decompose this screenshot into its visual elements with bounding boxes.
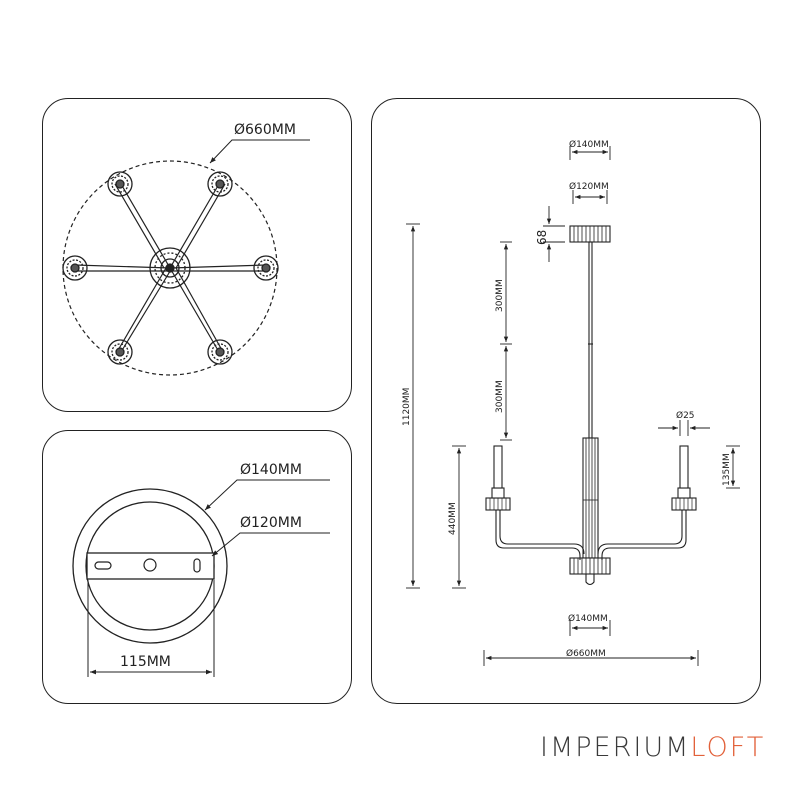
outer-leader (204, 479, 330, 511)
bracket-slot (94, 561, 112, 570)
left-arm (499, 510, 585, 555)
bracket-width-label: 115MM (120, 654, 171, 670)
total-height-label: 1120MM (402, 388, 412, 426)
rod-upper-label: 300MM (495, 279, 505, 312)
overall-width-label: Ø660MM (566, 648, 606, 659)
brand-part2: LOFT (690, 732, 766, 763)
base-ribs (573, 558, 607, 574)
right-cup (677, 487, 691, 499)
mount-inner-label: Ø120MM (240, 515, 302, 531)
candle-diameter-label: Ø25 (676, 410, 695, 421)
finial (585, 574, 595, 586)
bracket-slot (193, 558, 201, 573)
side-view-panel (371, 98, 761, 704)
top-view-drawing (62, 139, 310, 376)
brand-part1: IMPERIUM (540, 732, 691, 763)
canopy-inner-label: Ø120MM (569, 181, 609, 192)
top-diameter-label: Ø660MM (234, 122, 296, 138)
column-flutes (583, 438, 598, 558)
diameter-leader (209, 139, 310, 164)
candle-holder (62, 255, 88, 281)
canopy-height-label: 68 (535, 230, 549, 245)
brand-logo: IMPERIUMLOFT (540, 732, 765, 763)
left-arm (495, 510, 581, 560)
side-view-dimensions (406, 146, 740, 666)
canopy-outer-circle (72, 488, 228, 644)
suspension-rod (588, 241, 593, 439)
mount-view-drawing (72, 479, 330, 677)
center-hub (149, 247, 191, 289)
mounting-bracket (86, 552, 215, 580)
top-view-panel (42, 98, 352, 412)
left-candle (493, 445, 503, 489)
right-arm (597, 510, 683, 555)
chandelier-arms (74, 183, 267, 353)
candle-holder (107, 171, 133, 197)
rod-lower-label: 300MM (495, 380, 505, 413)
side-view-drawing (485, 225, 697, 586)
mount-outer-label: Ø140MM (240, 462, 302, 478)
body-height-label: 440MM (448, 502, 458, 535)
candle-holder (253, 255, 279, 281)
left-cup (491, 487, 505, 499)
canopy-ribs (573, 226, 607, 242)
inner-leader (211, 532, 330, 557)
candle-holder (207, 339, 233, 365)
right-arm (601, 510, 687, 560)
canopy-outer-label: Ø140MM (569, 139, 609, 150)
candle-height-label: 135MM (722, 453, 732, 486)
candle-holder (207, 171, 233, 197)
base-diameter-label: Ø140MM (568, 613, 608, 624)
span-circle (62, 160, 278, 376)
center-column (582, 437, 599, 559)
bracket-hole (143, 558, 157, 572)
candle-holder (107, 339, 133, 365)
right-candle (679, 445, 689, 489)
